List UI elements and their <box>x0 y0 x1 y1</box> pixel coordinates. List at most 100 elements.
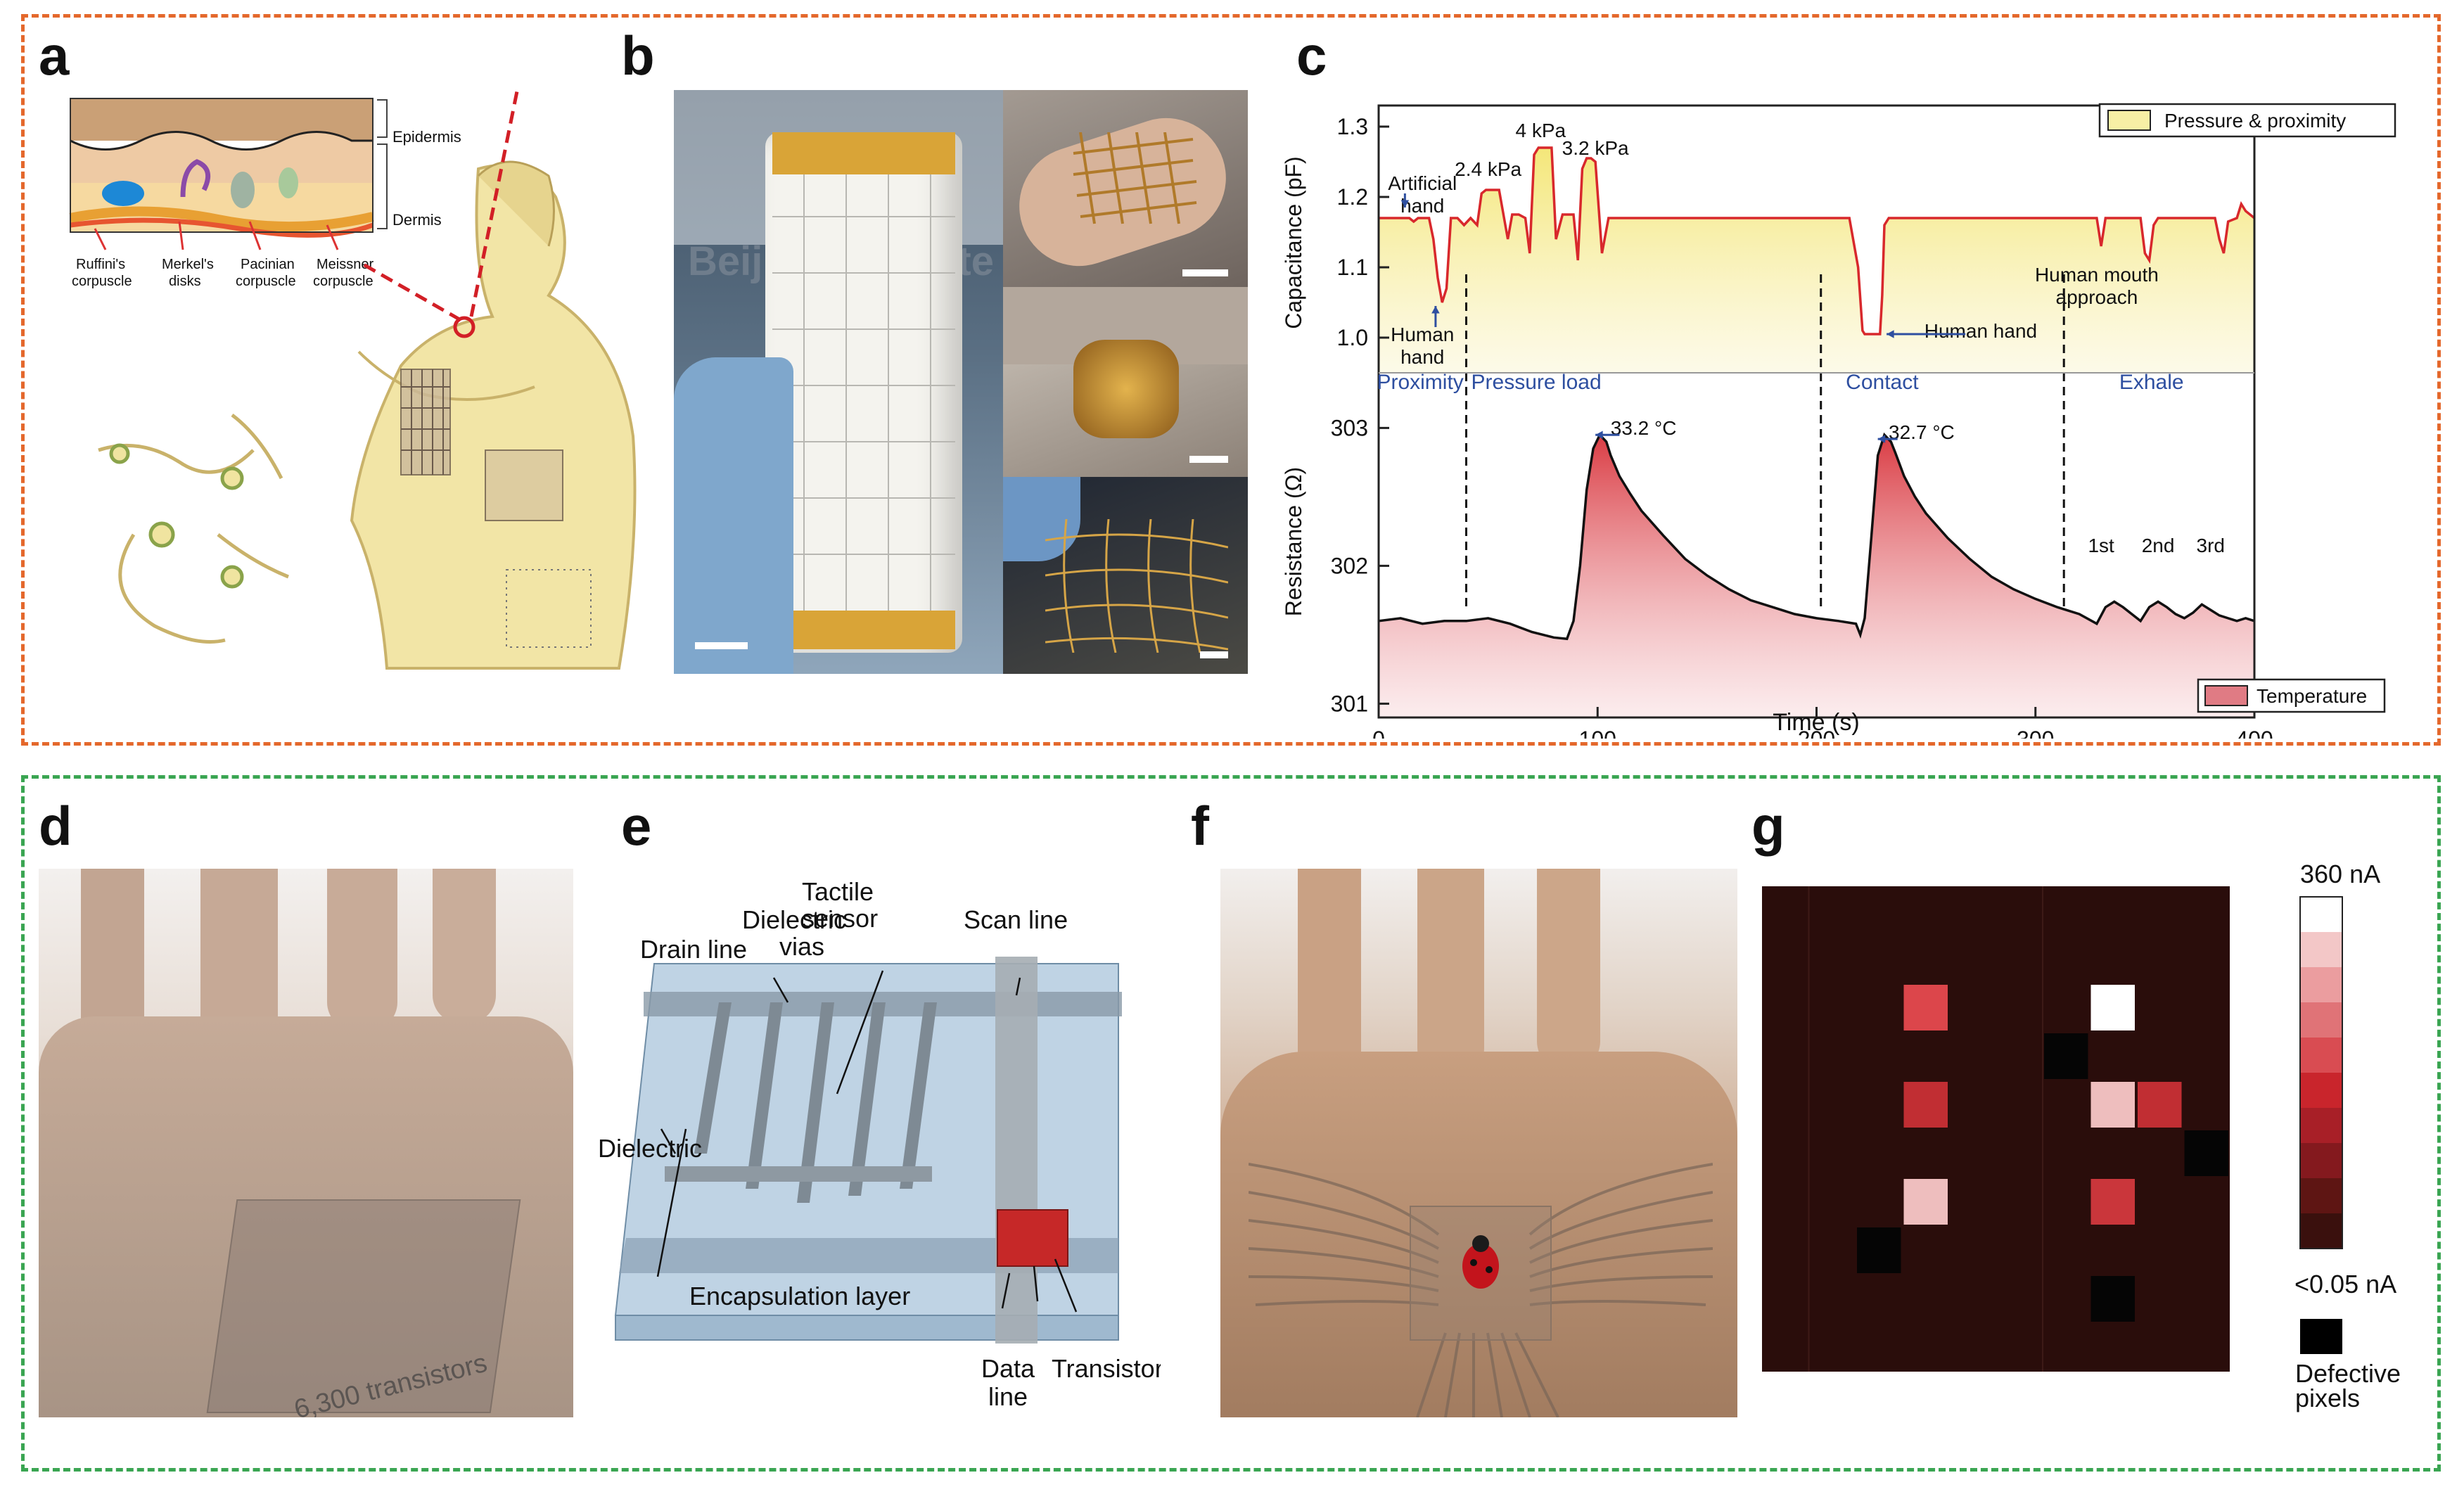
y-tick-label-top: 1.3 <box>1337 114 1368 139</box>
colorbar-max-label: 360 nA <box>2300 860 2380 888</box>
heatmap-pixels <box>1857 985 2228 1322</box>
label-data-line-1: Data <box>981 1354 1035 1383</box>
y-tick-label-top: 1.2 <box>1337 184 1368 210</box>
defective-label-1: Defective <box>2295 1359 2401 1388</box>
label-dielectric-vias-2: vias <box>779 932 824 961</box>
top-group-frame <box>21 14 2441 746</box>
panel-label-e: e <box>621 795 652 857</box>
region-label-1: Pressure load <box>1472 371 1602 394</box>
panel-label-d: d <box>39 795 72 857</box>
neurons-illustration <box>98 414 289 644</box>
panel-a-illustration: Epidermis Dermis Ruffini's corpuscle Mer… <box>69 91 637 670</box>
legend-pressure: Pressure & proximity <box>2098 103 2396 138</box>
x-tick-label: 300 <box>2017 727 2054 739</box>
panel-f-photo <box>1220 869 1737 1417</box>
heatmap-pixel-0 <box>1903 985 1948 1030</box>
receptor-ruffini-label-1: Ruffini's <box>76 257 125 272</box>
scale-bar <box>1189 456 1228 463</box>
dermis-label: Dermis <box>392 211 442 229</box>
annotation-bottom-1: 32.7 °C <box>1889 421 1955 443</box>
scan-line <box>995 957 1038 1344</box>
colorbar-frame <box>2299 896 2343 1249</box>
heatmap-pixel-3 <box>1903 1082 1948 1128</box>
annotation-arrowhead-4 <box>1877 435 1886 443</box>
ladybug <box>1462 1244 1499 1289</box>
resistance-fill <box>1379 435 2254 717</box>
colorbar-step-0 <box>2300 897 2342 933</box>
label-drain-line: Drain line <box>640 935 747 964</box>
chart-c-lines <box>1378 146 2256 641</box>
defective-pixel-swatch <box>2300 1319 2342 1354</box>
annotation-arrowhead-1 <box>1431 306 1440 314</box>
panel-label-a: a <box>39 25 70 87</box>
annotation-top-1-line2: hand <box>1400 346 1444 368</box>
y-tick-label-bottom: 301 <box>1331 691 1368 716</box>
colorbar-step-4 <box>2300 1038 2342 1073</box>
capacitance-fill <box>1379 148 2254 373</box>
colorbar-step-3 <box>2300 1002 2342 1038</box>
x-tick-label: 0 <box>1372 727 1385 739</box>
heatmap-background <box>1762 886 2230 1372</box>
heatmap-pixel-6 <box>2184 1130 2228 1176</box>
panel-g-heatmap-figure: 360 nA <0.05 nA Defective pixels <box>1762 860 2401 1412</box>
skin-cross-section: Epidermis Dermis Ruffini's corpuscle Mer… <box>69 98 461 289</box>
x-tick-label: 200 <box>1798 727 1835 739</box>
scale-bar <box>695 642 748 649</box>
heatmap-pixel-1 <box>2090 985 2135 1030</box>
label-transistor: Transistor <box>1052 1354 1161 1383</box>
transistor-block <box>997 1209 1068 1267</box>
y-tick-label-bottom: 303 <box>1331 415 1368 440</box>
colorbar <box>2299 896 2343 1249</box>
heatmap-pixel-7 <box>1903 1179 1948 1225</box>
receptor-pacinian-label-1: Pacinian <box>241 257 295 272</box>
annotation-top-1: Human <box>1391 324 1454 345</box>
defective-label-2: pixels <box>2295 1384 2360 1412</box>
panel-b-photo-stretched <box>1003 477 1248 674</box>
receptor-ruffini-label-2: corpuscle <box>72 274 132 289</box>
capacitance-line <box>1379 146 2256 336</box>
annotation-bottom-3: 2nd <box>2142 535 2175 556</box>
heatmap-pixel-9 <box>1857 1227 1901 1273</box>
legend-pressure-label: Pressure & proximity <box>2164 110 2346 132</box>
panel-label-c: c <box>1296 25 1327 87</box>
scale-bar <box>1200 651 1228 658</box>
tactile-electrodes <box>694 1002 937 1203</box>
region-label-0: Proximity <box>1377 371 1463 394</box>
annotation-bottom-2: 1st <box>2088 535 2114 556</box>
rolled-sensor-sheet <box>765 132 962 653</box>
colorbar-step-5 <box>2300 1073 2342 1109</box>
panel-label-b: b <box>621 25 655 87</box>
stretched-sensor-mesh <box>1045 519 1228 653</box>
colorbar-step-9 <box>2300 1213 2342 1249</box>
human-figure-illustration <box>350 91 637 670</box>
heatmap-grid-lines <box>1808 886 2043 1372</box>
label-scan-line: Scan line <box>964 905 1068 934</box>
annotation-top-5: Human hand <box>1924 320 2037 342</box>
colorbar-step-8 <box>2300 1178 2342 1214</box>
receptor-meissner-label-2: corpuscle <box>313 274 374 289</box>
epidermis-label: Epidermis <box>392 128 461 146</box>
label-tactile-1: Tactile <box>802 877 874 906</box>
ylabel-capacitance: Capacitance (pF) <box>1281 156 1306 328</box>
label-data-line-2: line <box>988 1382 1028 1411</box>
gloved-hand <box>674 357 793 674</box>
annotation-top-0-line2: hand <box>1400 195 1444 217</box>
heatmap-pixel-2 <box>2044 1033 2088 1079</box>
panel-e-schematic: Tactile sensor Dielectric vias Drain lin… <box>598 877 1161 1411</box>
y-tick-label-bottom: 302 <box>1331 553 1368 578</box>
y-tick-label-top: 1.0 <box>1337 325 1368 350</box>
annotation-top-6: Human mouth <box>2035 264 2159 286</box>
receptor-merkel-label-2: disks <box>169 274 201 289</box>
region-label-2: Contact <box>1846 371 1919 394</box>
receptor-pacinian-label-2: corpuscle <box>236 274 296 289</box>
colorbar-step-7 <box>2300 1143 2342 1179</box>
gate-line <box>665 1166 932 1182</box>
label-dielectric: Dielectric <box>598 1134 702 1163</box>
flexible-sensor-array <box>1249 1163 1713 1417</box>
gold-contact-top <box>772 132 955 174</box>
bottom-group-frame <box>21 775 2441 1472</box>
gold-contact-bottom <box>772 611 955 649</box>
